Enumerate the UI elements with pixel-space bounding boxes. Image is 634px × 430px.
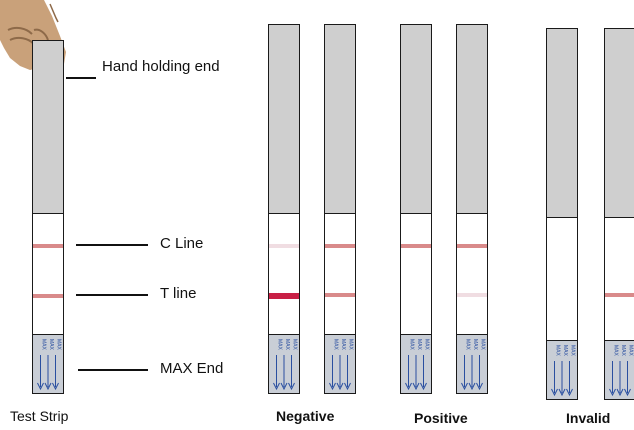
arrow-down-icon [624, 388, 631, 397]
max-marking: MAX [333, 339, 339, 351]
max-marking: MAX [570, 345, 576, 357]
caption-invalid: Invalid [566, 410, 611, 426]
t-line-band [269, 293, 299, 299]
max-marking: MAX [465, 339, 471, 351]
t-line-band [457, 293, 487, 297]
max-marking: MAX [409, 339, 415, 351]
arrow-down-icon [280, 382, 288, 391]
c-line-band [325, 244, 355, 248]
handle-area [605, 29, 634, 218]
label-t-line: T line [160, 285, 197, 302]
arrow-down-icon [44, 382, 52, 391]
t-line-band [605, 293, 634, 297]
max-marking: MAX [48, 339, 54, 351]
arrow-down-icon [273, 382, 280, 391]
handle-area [325, 25, 355, 214]
arrow-down-icon [609, 388, 616, 397]
c-line-band [457, 244, 487, 248]
arrow-down-icon [551, 388, 558, 397]
label-hand-holding-end: Hand holding end [102, 58, 220, 75]
max-marking: MAX [562, 345, 568, 357]
arrow-down-icon [405, 382, 412, 391]
leader-t-line [76, 294, 148, 296]
arrow-down-icon [412, 382, 420, 391]
arrow-down-icon [461, 382, 468, 391]
handle-area [269, 25, 299, 214]
leader-c-line [76, 244, 148, 246]
max-marking: MAX [472, 339, 478, 351]
t-line-band [33, 294, 63, 298]
arrow-down-icon [288, 382, 295, 391]
max-marking: MAX [340, 339, 346, 351]
c-line-band [401, 244, 431, 248]
max-marking: MAX [284, 339, 290, 351]
max-marking: MAX [348, 339, 354, 351]
handle-area [457, 25, 487, 214]
t-line-band [325, 293, 355, 297]
arrow-down-icon [37, 382, 44, 391]
label-c-line: C Line [160, 235, 204, 252]
label-max-end: MAX End [160, 360, 224, 377]
arrow-down-icon [476, 382, 483, 391]
handle-area [33, 41, 63, 214]
max-marking: MAX [628, 345, 634, 357]
caption-negative: Negative [276, 408, 335, 424]
arrow-down-icon [420, 382, 427, 391]
arrow-down-icon [558, 388, 566, 397]
c-line-band [269, 244, 299, 248]
max-marking: MAX [424, 339, 430, 351]
c-line-band [33, 244, 63, 248]
caption-positive: Positive [414, 410, 468, 426]
max-marking: MAX [292, 339, 298, 351]
arrow-down-icon [468, 382, 476, 391]
max-marking: MAX [416, 339, 422, 351]
max-marking: MAX [41, 339, 47, 351]
max-marking: MAX [56, 339, 62, 351]
handle-area [547, 29, 577, 218]
arrow-down-icon [336, 382, 344, 391]
arrow-down-icon [329, 382, 336, 391]
arrow-down-icon [344, 382, 351, 391]
arrow-down-icon [52, 382, 59, 391]
max-marking: MAX [277, 339, 283, 351]
max-marking: MAX [620, 345, 626, 357]
max-marking: MAX [613, 345, 619, 357]
caption-test-strip: Test Strip [10, 408, 69, 424]
arrow-down-icon [616, 388, 624, 397]
arrow-down-icon [566, 388, 573, 397]
max-marking: MAX [555, 345, 561, 357]
max-marking: MAX [480, 339, 486, 351]
leader-max-end [78, 369, 148, 371]
leader-hand-holding-end [66, 77, 96, 79]
handle-area [401, 25, 431, 214]
